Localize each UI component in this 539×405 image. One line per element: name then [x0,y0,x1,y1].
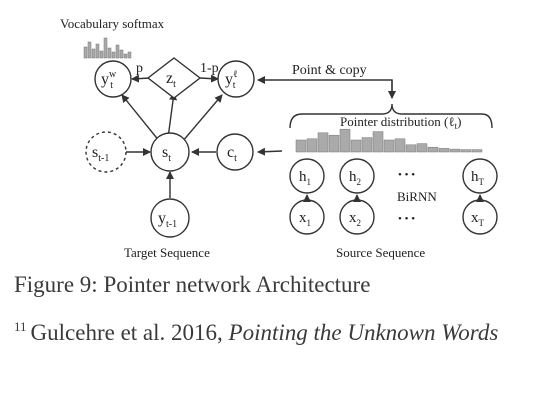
histogram-bar [383,139,395,153]
ellipsis-hidden: • • • [398,169,415,181]
histogram-bar [87,41,92,59]
histogram-bar [449,148,461,153]
node-s [150,132,190,172]
histogram-bar [405,144,417,153]
node-hT-label: hT [471,169,485,187]
node-y-prev-label: yt-1 [158,210,177,230]
histogram-bar [394,138,406,153]
histogram-bar [107,47,112,59]
histogram-bar [427,146,439,153]
node-xT [462,199,498,235]
vocabulary-softmax-label: Vocabulary softmax [60,16,165,31]
histogram-bar [372,131,384,153]
node-c [216,133,254,171]
figure-caption: Figure 9: Pointer network Architecture [14,272,371,297]
edge-z-to-yl [199,74,219,83]
histogram-bar [103,37,108,59]
node-x2-label: x2 [349,210,361,228]
node-x2 [339,199,375,235]
node-x1-label: x1 [299,210,311,228]
footnote-number: 11 [14,319,27,334]
histogram-bar [471,149,483,153]
histogram-bar [119,49,124,59]
pointer-network-diagram: Vocabulary softmax p 1-p Point & copy Po… [60,16,498,260]
histogram-bar [95,43,100,59]
vocabulary-softmax-histogram [83,37,132,59]
histogram-bar [123,53,128,59]
histogram-bar [83,46,88,59]
point-copy-label: Point & copy [292,63,367,78]
node-s-label: st [162,144,171,164]
node-y-l [217,60,255,98]
node-xT-label: xT [471,210,485,228]
node-s-prev [85,131,127,173]
birnn-label: BiRNN [397,189,437,204]
footnote-authors: Gulcehre et al. 2016, [30,320,229,345]
node-z-switch [146,57,202,99]
edge-s-to-yl [181,94,223,143]
histogram-bar [115,44,120,59]
histogram-bar [99,50,104,59]
node-hT [462,158,498,194]
p-label: p [136,61,143,76]
edge-s-to-z [167,92,178,139]
edge-z-to-yw [131,74,151,83]
node-y-prev [150,198,190,238]
node-y-w [94,60,132,98]
node-z-label: zt [166,70,176,90]
histogram-bar [438,148,450,153]
histogram-bar [328,134,340,153]
source-sequence-label: Source Sequence [336,245,425,260]
histogram-bar [339,128,351,153]
node-h1-label: h1 [299,169,311,187]
edge-s-to-yw [121,94,161,143]
node-s-prev-label: st-1 [92,144,109,164]
node-h1 [289,158,325,194]
target-sequence-label: Target Sequence [124,245,210,260]
pointer-distribution-label: Pointer distribution (ℓt) [340,114,461,131]
histogram-bar [350,139,362,153]
node-h2-label: h2 [349,169,361,187]
node-h2 [339,158,375,194]
edge-pointer-to-c [257,147,283,156]
pointer-distribution-histogram [295,128,483,153]
histogram-bar [416,143,428,153]
histogram-bar [91,48,96,59]
histogram-bar [460,149,472,153]
histogram-bar [317,132,329,153]
histogram-bar [361,137,373,153]
histogram-bar [306,138,318,153]
pointer-brace [289,103,493,129]
histogram-bar [127,51,132,59]
one-minus-p-label: 1-p [200,61,219,76]
histogram-bar [295,139,307,153]
histogram-bar [111,51,116,59]
ellipsis-input: • • • [398,213,415,225]
node-x1 [289,199,325,235]
edge-point-and-copy [257,76,393,98]
footnote-title: Pointing the Unknown Words [228,320,499,345]
node-c-label: ct [227,144,237,164]
